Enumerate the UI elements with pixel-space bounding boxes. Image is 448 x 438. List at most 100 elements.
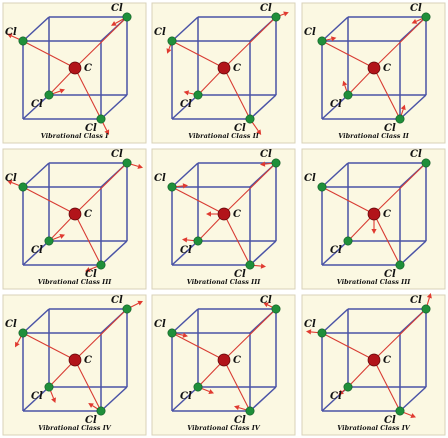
cl-displacement-arrow-head: [7, 33, 13, 39]
carbon-label: C: [84, 209, 92, 220]
bond-line: [22, 40, 76, 69]
panel-caption: Vibrational Class III: [187, 278, 262, 286]
cube-edge: [171, 240, 199, 266]
bond-line: [373, 359, 401, 412]
carbon-label: C: [233, 63, 241, 74]
cl-displacement-arrow-head: [263, 302, 269, 308]
carbon-label: C: [84, 63, 92, 74]
cube-edge: [399, 386, 427, 412]
cube-edge: [321, 308, 349, 334]
cl-displacement-arrow-head: [234, 405, 240, 411]
bond-line: [321, 332, 375, 361]
panel-caption: Vibrational Class III: [337, 278, 412, 286]
cl-displacement-arrow-head: [330, 36, 337, 42]
chlorine-atom: [245, 260, 255, 270]
cl-displacement-arrow-head: [182, 332, 188, 338]
cube-edge: [171, 94, 199, 120]
chlorine-atom: [193, 90, 203, 100]
chlorine-label: Cl: [154, 319, 166, 330]
chlorine-atom: [395, 260, 405, 270]
cube-edge: [171, 162, 199, 188]
cl-displacement-arrow-head: [260, 161, 266, 167]
cube-edge: [399, 240, 427, 266]
chlorine-label: Cl: [330, 391, 342, 402]
chlorine-atom: [44, 90, 54, 100]
chlorine-label: Cl: [410, 295, 422, 306]
cube-edge: [22, 240, 50, 266]
chlorine-label: Cl: [260, 149, 272, 160]
carbon-atom: [217, 61, 231, 75]
cube-edge: [249, 94, 277, 120]
cube-edge: [399, 94, 427, 120]
cube-edge: [22, 94, 50, 120]
cl-displacement-arrow-head: [166, 48, 172, 54]
panel-caption: Vibrational Class I: [41, 132, 109, 140]
cube-edge: [321, 240, 349, 266]
bond-line: [171, 332, 225, 361]
chlorine-atom: [421, 304, 431, 314]
cube-edge: [321, 16, 349, 42]
chlorine-atom: [122, 304, 132, 314]
carbon-atom: [217, 353, 231, 367]
carbon-atom: [68, 207, 82, 221]
carbon-label: C: [383, 209, 391, 220]
chlorine-atom: [343, 90, 353, 100]
chlorine-label: Cl: [111, 295, 123, 306]
cl-displacement-arrow-head: [182, 237, 188, 243]
cube-edge: [100, 240, 128, 266]
cube-edge: [22, 162, 50, 188]
chlorine-atom: [193, 382, 203, 392]
cube-edge: [321, 162, 349, 188]
chlorine-label: Cl: [410, 3, 422, 14]
bond-line: [74, 308, 128, 361]
cl-displacement-arrow-head: [208, 389, 214, 394]
cl-displacement-arrow-head: [260, 263, 266, 269]
chlorine-label: Cl: [260, 3, 272, 14]
bond-line: [223, 162, 277, 215]
chlorine-label: Cl: [85, 123, 97, 134]
bond-line: [373, 67, 401, 120]
carbon-label: C: [233, 209, 241, 220]
chlorine-label: Cl: [304, 27, 316, 38]
cl-displacement-arrow-head: [137, 163, 143, 169]
chlorine-atom: [167, 328, 177, 338]
chlorine-label: Cl: [5, 319, 17, 330]
bond-line: [373, 162, 427, 215]
chlorine-atom: [18, 182, 28, 192]
chlorine-label: Cl: [85, 415, 97, 426]
panel-caption: Vibrational Class II: [338, 132, 410, 140]
chlorine-atom: [96, 406, 106, 416]
chlorine-label: Cl: [410, 149, 422, 160]
bond-line: [321, 186, 375, 215]
chlorine-label: Cl: [304, 319, 316, 330]
chlorine-label: Cl: [5, 27, 17, 38]
carbon-atom: [68, 353, 82, 367]
chlorine-label: Cl: [180, 99, 192, 110]
chlorine-atom: [395, 406, 405, 416]
chlorine-atom: [96, 260, 106, 270]
chlorine-label: Cl: [234, 415, 246, 426]
cl-displacement-arrow-head: [88, 403, 94, 408]
chlorine-label: Cl: [154, 173, 166, 184]
bond-line: [22, 332, 76, 361]
carbon-atom: [367, 207, 381, 221]
cube-edge: [249, 240, 277, 266]
chlorine-atom: [317, 328, 327, 338]
chlorine-atom: [271, 304, 281, 314]
cl-displacement-arrow-head: [426, 293, 432, 299]
chlorine-atom: [395, 114, 405, 124]
chlorine-atom: [193, 236, 203, 246]
chlorine-label: Cl: [304, 173, 316, 184]
cl-displacement-arrow-head: [137, 300, 143, 306]
chlorine-label: Cl: [31, 99, 43, 110]
c-displacement-arrow-head: [371, 229, 377, 234]
chlorine-label: Cl: [384, 415, 396, 426]
bond-line: [321, 40, 375, 69]
cube-edge: [100, 94, 128, 120]
cl-displacement-arrow-head: [85, 267, 91, 272]
cl-displacement-arrow-head: [283, 11, 289, 17]
